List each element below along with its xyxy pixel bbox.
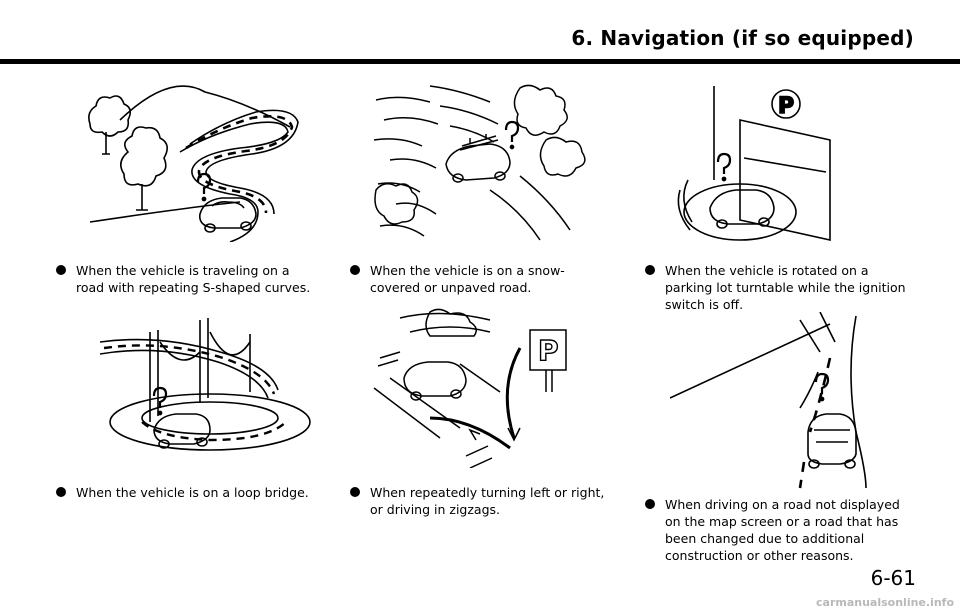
section-title: 6. Navigation (if so equipped): [571, 26, 914, 50]
watermark: carmanualsonline.info: [816, 596, 954, 609]
parking-sign-letter: P: [538, 334, 559, 367]
list-item-zigzag: When repeatedly turning left or right, o…: [350, 484, 612, 518]
illustration-snow-road: [370, 80, 590, 250]
bullet-icon: [56, 265, 66, 275]
list-item-turntable: When the vehicle is rotated on a parking…: [645, 262, 907, 313]
item-text: When driving on a road not displayed on …: [665, 497, 900, 563]
list-item-loop-bridge: When the vehicle is on a loop bridge.: [56, 484, 318, 501]
bullet-icon: [350, 265, 360, 275]
item-text: When the vehicle is rotated on a parking…: [665, 263, 906, 312]
illustration-unmapped-road: [670, 312, 880, 492]
bullet-icon: [350, 487, 360, 497]
header-rule: [0, 59, 960, 64]
illustration-loop-bridge: [100, 312, 320, 452]
item-text: When repeatedly turning left or right, o…: [370, 485, 605, 517]
page-number: 6-61: [870, 566, 916, 590]
bullet-icon: [56, 487, 66, 497]
illustration-zigzag-parking: P: [370, 308, 590, 468]
illustration-s-curve-road: [80, 82, 300, 242]
illustration-turntable: P: [670, 80, 840, 250]
list-item-s-curve: When the vehicle is traveling on a road …: [56, 262, 318, 296]
item-text: When the vehicle is on a snow-covered or…: [370, 263, 565, 295]
item-text: When the vehicle is traveling on a road …: [76, 263, 311, 295]
parking-circle-letter: P: [778, 94, 794, 119]
list-item-snow-road: When the vehicle is on a snow-covered or…: [350, 262, 612, 296]
bullet-icon: [645, 265, 655, 275]
item-text: When the vehicle is on a loop bridge.: [76, 485, 309, 500]
list-item-unmapped-road: When driving on a road not displayed on …: [645, 496, 907, 564]
bullet-icon: [645, 499, 655, 509]
